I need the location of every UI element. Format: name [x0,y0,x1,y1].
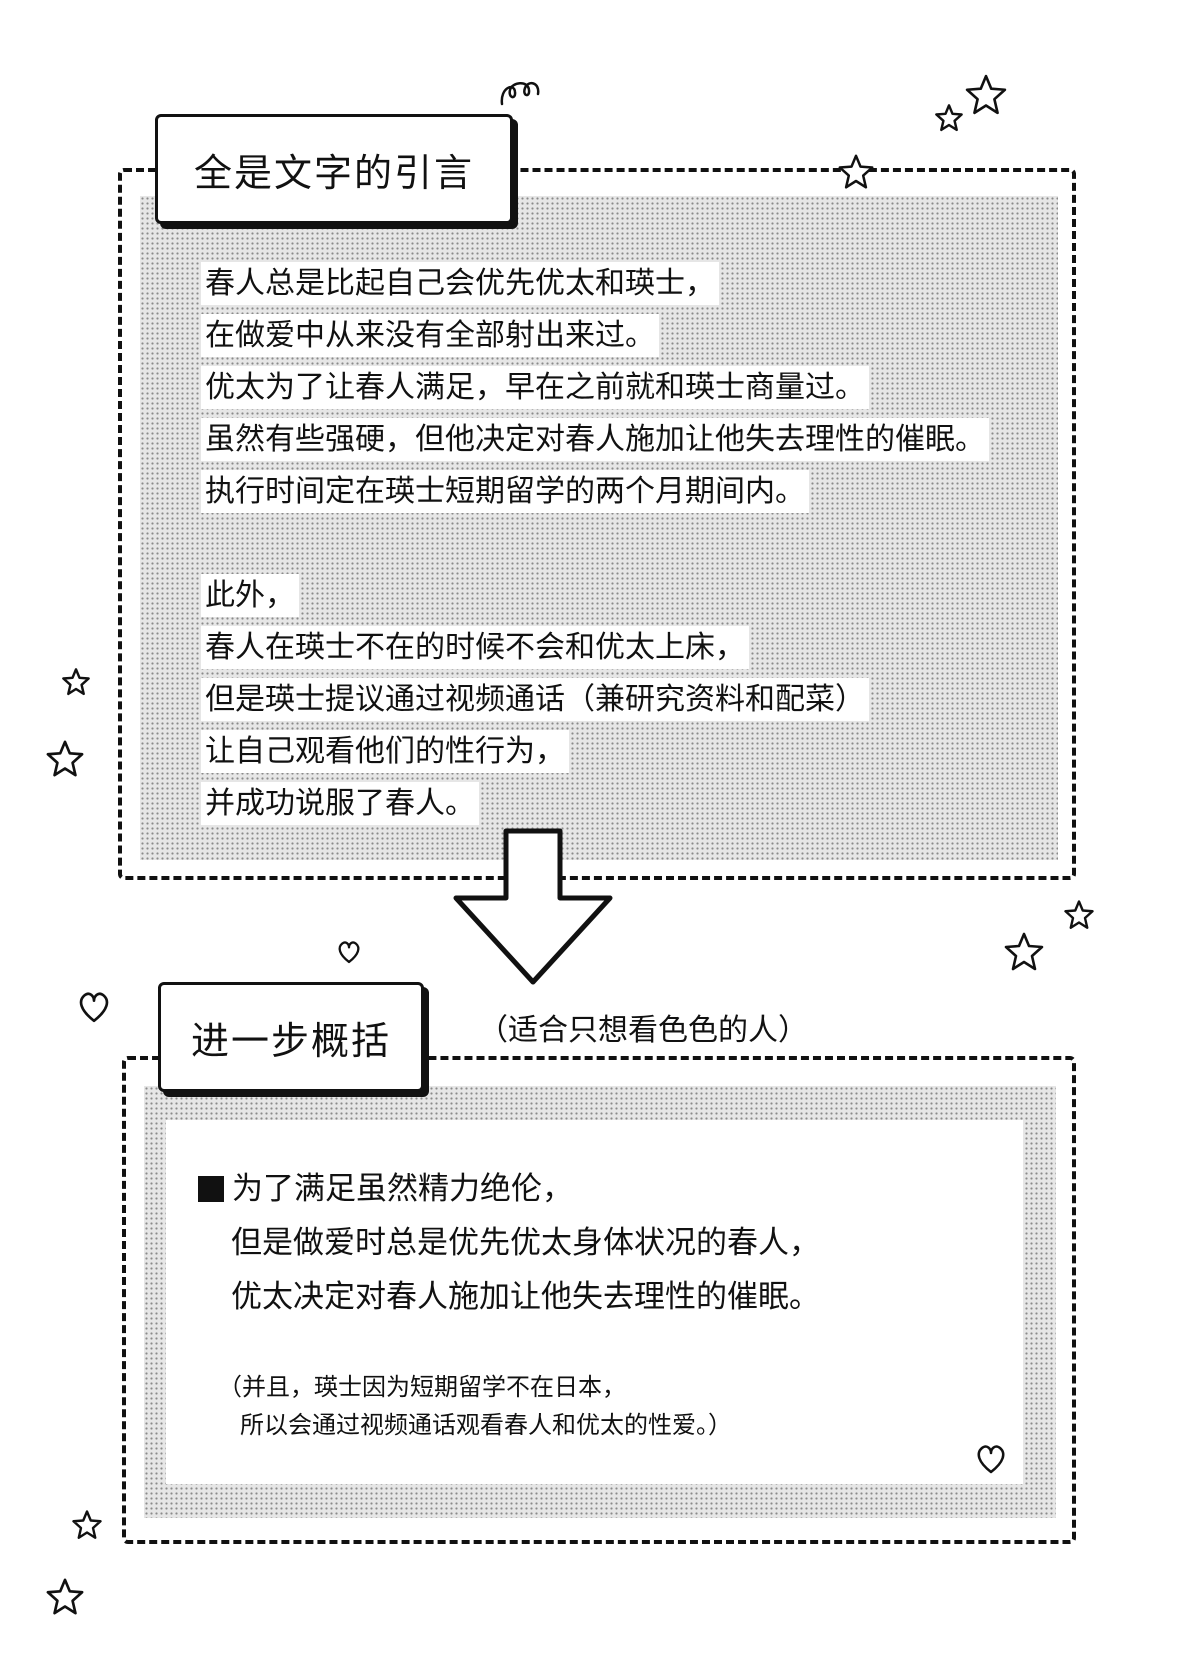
star-icon [838,154,874,189]
square-bullet-icon [198,1176,224,1202]
quote-body: 春人总是比起自己会优先优太和瑛士， 在做爱中从来没有全部射出来过。 优太为了让春… [205,258,1065,830]
quote-line: 但是瑛士提议通过视频通话（兼研究资料和配菜） [205,682,865,717]
arrow-down-icon [453,828,613,985]
heart-icon [977,1445,1005,1474]
quote-line: 执行时间定在瑛士短期留学的两个月期间内。 [205,474,805,509]
quote-section-title: 全是文字的引言 [155,114,513,224]
summary-panel: 为了满足虽然精力绝伦， 但是做爱时总是优先优太身体状况的春人， 优太决定对春人施… [166,1120,1023,1484]
heart-icon [79,992,109,1023]
quote-line: 让自己观看他们的性行为， [205,734,565,769]
summary-section-title: 进一步概括 [158,982,424,1092]
summary-frame [122,1056,1076,1544]
quote-line: 优太为了让春人满足，早在之前就和瑛士商量过。 [205,370,865,405]
swirl-icon [500,81,540,106]
star-icon [965,74,1007,115]
star-icon [1004,932,1044,971]
star-icon [1064,900,1094,929]
star-icon [62,668,90,696]
note-line: 所以会通过视频通话观看春人和优太的性爱。） [240,1411,732,1439]
star-icon [72,1510,102,1539]
quote-line: 此外， [205,578,295,613]
star-icon [935,104,963,132]
summary-main: 为了满足虽然精力绝伦， 但是做爱时总是优先优太身体状况的春人， 优太决定对春人施… [198,1162,820,1324]
quote-line: 春人总是比起自己会优先优太和瑛士， [205,266,715,301]
quote-line: 虽然有些强硬，但他决定对春人施加让他失去理性的催眠。 [205,422,985,457]
quote-frame [118,168,1076,880]
star-icon [46,740,84,777]
quote-line: 春人在瑛士不在的时候不会和优太上床， [205,630,745,665]
heart-icon [338,941,360,964]
quote-line: 并成功说服了春人。 [205,786,475,821]
summary-note: （并且，瑛士因为短期留学不在日本， 所以会通过视频通话观看春人和优太的性爱。） [218,1368,732,1444]
summary-line: 为了满足虽然精力绝伦， [198,1162,820,1216]
summary-line: 但是做爱时总是优先优太身体状况的春人， [231,1225,820,1261]
summary-line: 优太决定对春人施加让他失去理性的催眠。 [231,1279,820,1315]
summary-subtitle: （适合只想看色色的人） [478,1013,808,1048]
note-line: （并且，瑛士因为短期留学不在日本， [218,1373,626,1401]
star-icon [46,1578,84,1615]
quote-line: 在做爱中从来没有全部射出来过。 [205,318,655,353]
